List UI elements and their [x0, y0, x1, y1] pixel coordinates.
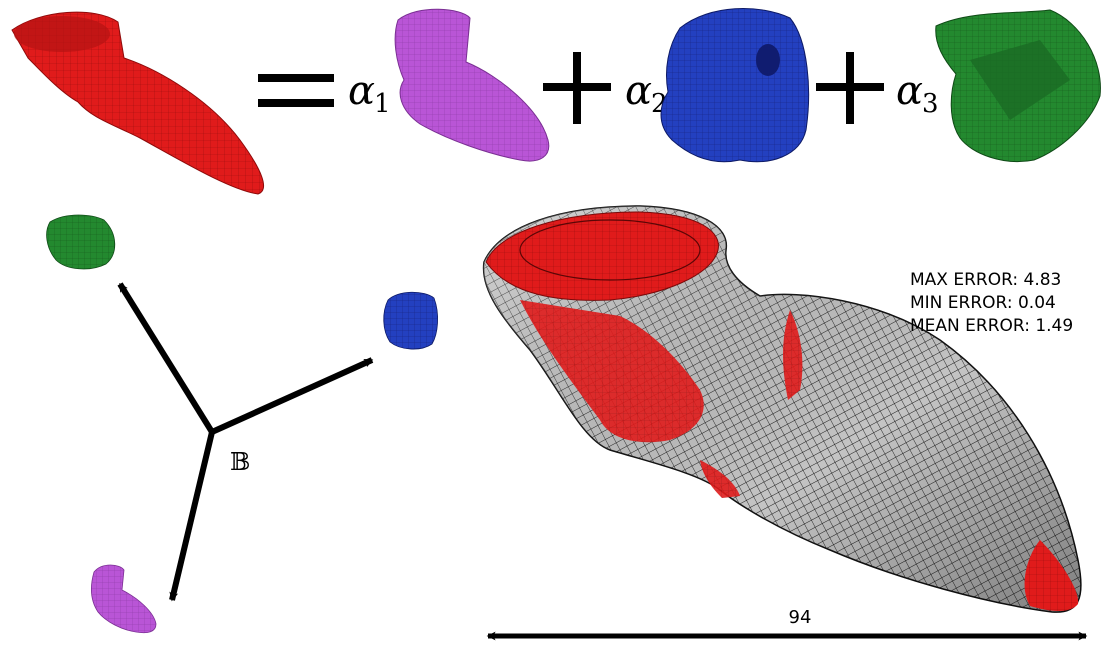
- alpha-subscript: 1: [374, 89, 391, 119]
- min-error-text: MIN ERROR: 0.04: [910, 293, 1056, 313]
- error-region-apex: [1024, 540, 1079, 611]
- error-region-outflow: [485, 211, 719, 301]
- error-region-base: [700, 460, 740, 498]
- mode-1-heart-shape: [394, 8, 550, 162]
- basis-label: 𝔹: [230, 448, 250, 476]
- mode-3-thumbnail: [46, 214, 116, 270]
- target-heart-shape: [11, 11, 265, 195]
- mode-2-heart-shape: [660, 8, 810, 163]
- mode-1-thumbnail: [90, 564, 157, 634]
- dimension-indicator: 94: [486, 607, 1088, 641]
- axis-arrow-mode-1: [169, 431, 215, 602]
- mean-error-text: MEAN ERROR: 1.49: [910, 316, 1073, 336]
- alpha-symbol: α: [625, 68, 652, 114]
- axis-arrow-mode-2: [210, 357, 374, 435]
- coefficient-alpha-1: α 1: [348, 68, 391, 119]
- coefficient-alpha-2: α 2: [625, 68, 668, 119]
- coefficient-alpha-3: α 3: [896, 68, 939, 119]
- basis-axes: 𝔹: [117, 282, 374, 602]
- error-region-valve: [783, 310, 803, 400]
- alpha-symbol: α: [348, 68, 375, 114]
- alpha-subscript: 3: [922, 89, 939, 119]
- mode-2-thumbnail: [383, 291, 438, 350]
- mode-3-heart-shape: [935, 9, 1101, 163]
- dimension-value: 94: [789, 607, 812, 628]
- plus-sign-1: [543, 52, 611, 124]
- reconstruction-heart-shape: [482, 205, 1082, 613]
- axis-arrow-mode-3: [117, 282, 215, 434]
- plus-sign-2: [816, 52, 884, 124]
- alpha-symbol: α: [896, 68, 923, 114]
- outflow-rim: [519, 219, 701, 281]
- error-statistics-panel: MAX ERROR: 4.83 MIN ERROR: 0.04 MEAN ERR…: [910, 270, 1073, 336]
- error-region-neck: [520, 300, 704, 443]
- equals-sign: [258, 74, 334, 107]
- max-error-text: MAX ERROR: 4.83: [910, 270, 1061, 290]
